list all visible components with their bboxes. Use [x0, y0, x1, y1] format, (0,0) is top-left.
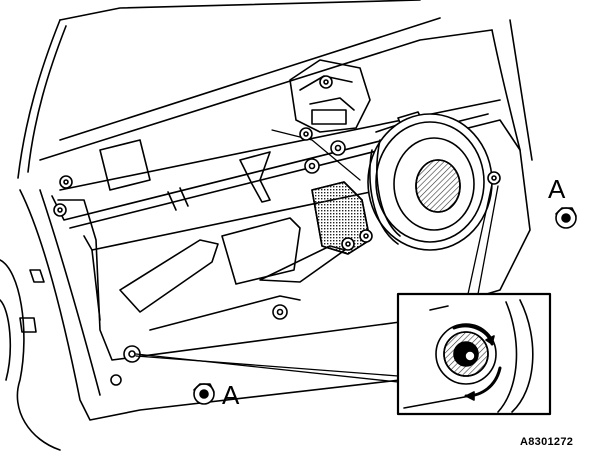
window-frame — [17, 0, 533, 179]
figure-code: A8301272 — [520, 436, 574, 448]
callout-label-a-bottom: A — [222, 380, 240, 410]
speaker — [367, 113, 493, 251]
panel-fasteners — [53, 75, 501, 386]
panel-cutouts — [99, 139, 346, 331]
detail-inset — [396, 292, 552, 416]
callout-label-a-top: A — [548, 174, 566, 204]
nut-a-bottom — [193, 383, 215, 405]
detail-leader-lines — [135, 183, 499, 383]
mounting-plate — [311, 181, 371, 255]
nut-a-top — [555, 207, 577, 229]
